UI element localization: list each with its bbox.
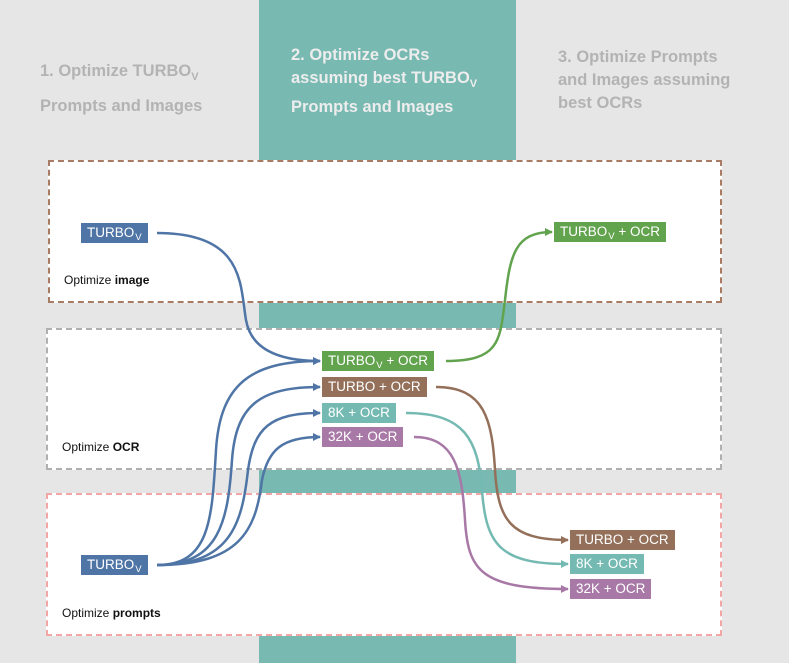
32k-ocr-node: 32K + OCR <box>322 427 404 447</box>
32k-ocr-output-node: 32K + OCR <box>570 579 652 599</box>
step2-heading: 2. Optimize OCRs assuming best TURBOV Pr… <box>291 46 478 116</box>
turbo-ocr-node: TURBO + OCR <box>322 377 427 397</box>
arrow-8k-ocr-to-output <box>405 411 569 568</box>
turbov-ocr-node: TURBOV + OCR <box>322 351 434 371</box>
8k-ocr-output-node: 8K + OCR <box>570 554 644 574</box>
8k-ocr-node: 8K + OCR <box>322 403 396 423</box>
arrow-turbo-ocr-to-output <box>435 385 569 544</box>
turbov-ocr-output-node: TURBOV + OCR <box>554 222 666 242</box>
arrow-32k-ocr-to-output <box>413 435 569 593</box>
arrow-bottom-to-turbo-ocr <box>156 383 321 567</box>
turbov-node-top: TURBOV <box>81 223 148 243</box>
arrow-bottom-to-8k-ocr <box>156 409 321 567</box>
optimize-prompts-label: Optimize prompts <box>62 606 161 620</box>
column-step2-strip <box>259 303 516 328</box>
optimize-image-label: Optimize image <box>64 273 150 287</box>
step1-heading: 1. Optimize TURBOV Prompts and Images <box>40 62 203 115</box>
arrow-bottom-to-32k-ocr <box>156 433 321 567</box>
column-step2-strip <box>259 636 516 663</box>
turbov-node-bottom: TURBOV <box>81 555 148 575</box>
arrow-turbov-to-turbov-ocr <box>156 231 321 365</box>
arrow-bottom-to-turbov-ocr <box>156 357 321 567</box>
step3-heading: 3. Optimize Prompts and Images assuming … <box>558 48 731 112</box>
turbo-ocr-output-node: TURBO + OCR <box>570 530 675 550</box>
column-step2-strip <box>259 470 516 493</box>
optimize-ocr-label: Optimize OCR <box>62 440 140 454</box>
arrow-turbov-ocr-to-output <box>445 228 553 363</box>
